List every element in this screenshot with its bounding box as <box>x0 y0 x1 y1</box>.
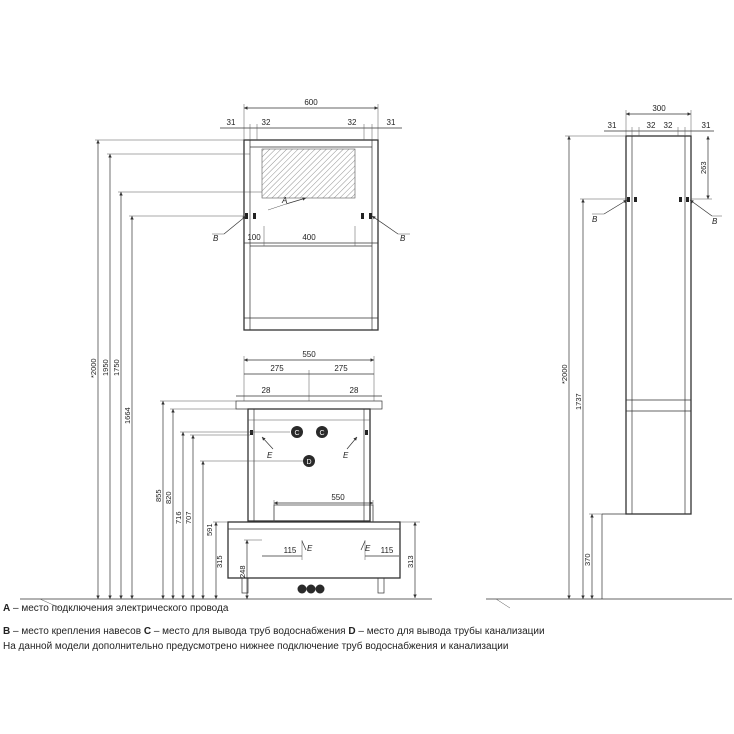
mirror-front-view: 600 31 32 32 31 100 400 A B B <box>212 98 410 331</box>
dim-100: 100 <box>247 233 261 242</box>
hanger-point <box>250 430 253 435</box>
dim-600: 600 <box>304 98 318 107</box>
dim-height-315: 315 <box>215 555 224 568</box>
dim-height-716: 716 <box>174 511 183 524</box>
dim-115-left: 115 <box>284 546 297 555</box>
dim-side-offset-31-left: 31 <box>608 121 617 130</box>
water-outlet-c <box>316 426 328 438</box>
legend-key-a: A <box>3 603 11 614</box>
hanger-point <box>686 197 689 202</box>
dim-side-height-2000: *2000 <box>560 364 569 384</box>
dim-550-vanity: 550 <box>302 350 316 359</box>
dim-115-right: 115 <box>381 546 394 555</box>
marker-d: D <box>306 459 311 466</box>
dim-height-1750: 1750 <box>112 359 121 376</box>
dim-height-707: 707 <box>184 511 193 524</box>
dim-side-offset-32-left: 32 <box>647 121 656 130</box>
electric-box-hatch <box>261 148 356 199</box>
hanger-point <box>245 213 248 219</box>
marker-c: C <box>319 430 324 437</box>
legend-text-d: – место для вывода трубы канализации <box>355 626 545 637</box>
dim-height-248: 248 <box>238 565 247 578</box>
hanger-point <box>679 197 682 202</box>
dim-offset-32-right: 32 <box>348 118 357 127</box>
marker-e: E <box>307 544 313 553</box>
dim-height-855: 855 <box>154 489 163 502</box>
vanity-front-view: C C D E E 550 275 275 28 28 <box>235 350 383 522</box>
front-height-dimensions: *2000 1950 1750 1664 855 820 716 707 591 <box>20 139 432 609</box>
drain-outlet-d <box>303 455 315 467</box>
legend-line-1: A – место подключения электрического про… <box>3 603 228 615</box>
dim-height-820: 820 <box>164 491 173 504</box>
dim-side-offset-32-right: 32 <box>664 121 673 130</box>
dim-313: 313 <box>406 555 415 568</box>
legend-line-2: B – место крепления навесов C – место дл… <box>3 626 545 638</box>
legend-text-b: – место крепления навесов <box>10 626 144 637</box>
marker-e: E <box>343 451 349 460</box>
marker-c: C <box>294 430 299 437</box>
dim-28-left: 28 <box>262 386 271 395</box>
bottom-outlet-d <box>306 584 316 594</box>
water-outlet-c <box>291 426 303 438</box>
dim-offset-31-right: 31 <box>387 118 396 127</box>
hanger-point <box>365 430 368 435</box>
marker-e: E <box>267 451 273 460</box>
marker-b-right: B <box>400 234 406 243</box>
marker-e: E <box>365 544 371 553</box>
dim-height-1664: 1664 <box>123 407 132 424</box>
marker-b-side-left: B <box>592 215 598 224</box>
marker-b-left: B <box>213 234 219 243</box>
legend-text-c: – место для вывода труб водоснабжения <box>151 626 349 637</box>
marker-a: A <box>281 196 287 205</box>
dim-550-base: 550 <box>331 493 345 502</box>
hanger-point <box>627 197 630 202</box>
dim-275-left: 275 <box>270 364 284 373</box>
tall-cabinet-side-view: 300 31 32 32 31 263 B B *2000 1737 370 <box>486 104 732 609</box>
dim-offset-32-left: 32 <box>262 118 271 127</box>
dim-offset-31-left: 31 <box>227 118 236 127</box>
dim-300: 300 <box>652 104 666 113</box>
dim-28-right: 28 <box>350 386 359 395</box>
dim-height-591: 591 <box>205 523 214 536</box>
hanger-point <box>361 213 364 219</box>
legend-key-b: B <box>3 626 11 637</box>
bottom-outlet-c <box>315 584 325 594</box>
dim-height-1950: 1950 <box>101 359 110 376</box>
hanger-point <box>253 213 256 219</box>
dim-side-height-1737: 1737 <box>574 393 583 410</box>
marker-b-side-right: B <box>712 217 718 226</box>
dim-side-height-370: 370 <box>583 553 592 566</box>
dim-400: 400 <box>302 233 316 242</box>
dim-side-offset-31-right: 31 <box>702 121 711 130</box>
dim-275-right: 275 <box>334 364 348 373</box>
legend-text-a: – место подключения электрического прово… <box>10 603 229 614</box>
legend-key-d: D <box>348 626 356 637</box>
hanger-point <box>634 197 637 202</box>
bottom-outlet-c <box>297 584 307 594</box>
dim-height-2000: *2000 <box>89 358 98 378</box>
legend-key-c: C <box>143 626 152 637</box>
legend-line-3: На данной модели дополнительно предусмот… <box>3 641 508 653</box>
dim-263: 263 <box>699 161 708 174</box>
base-cabinet-front-view: 550 115 115 E E 313 <box>227 493 420 598</box>
hanger-point <box>369 213 372 219</box>
legend-note: На данной модели дополнительно предусмот… <box>3 641 509 652</box>
